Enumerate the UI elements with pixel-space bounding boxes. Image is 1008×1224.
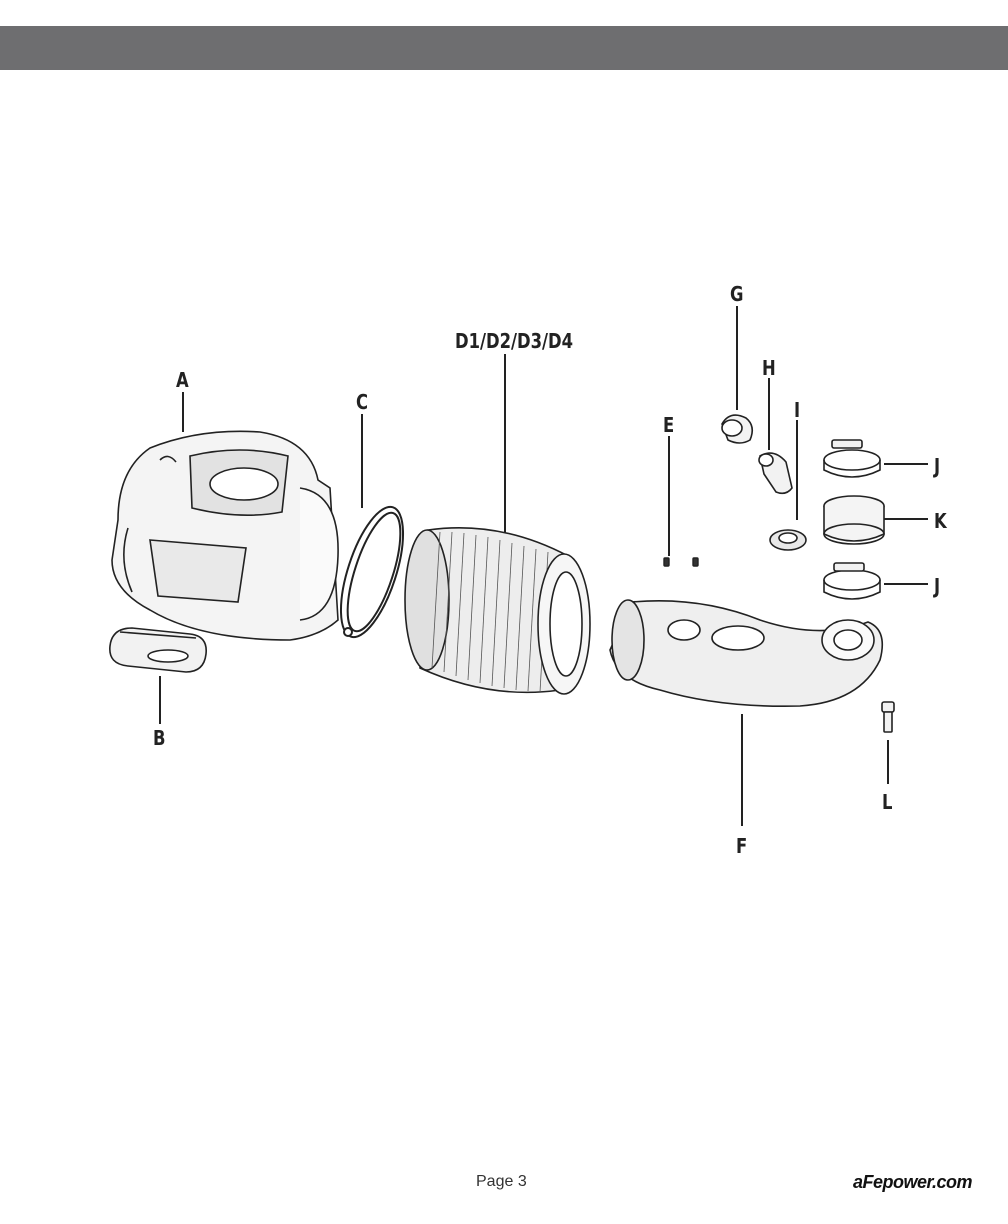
callout-k: K [934, 509, 947, 533]
callout-l: L [882, 790, 893, 814]
website-url: aFepower.com [852, 1172, 973, 1192]
part-h-elbow [758, 452, 793, 495]
part-d-filter [404, 527, 591, 695]
part-j-clamp-bottom [823, 562, 881, 600]
header-bar [0, 26, 1008, 70]
part-i-grommet [769, 529, 807, 551]
callout-j-top: J [934, 454, 941, 478]
page-number: Page 3 [476, 1173, 527, 1190]
callout-e: E [663, 413, 675, 437]
callout-a: A [176, 368, 189, 392]
callout-c: C [356, 390, 369, 414]
part-j-clamp-top [823, 439, 881, 478]
callout-j-bottom: J [934, 574, 941, 598]
part-l-adapter [881, 701, 895, 733]
callout-b: B [153, 726, 166, 750]
callout-h: H [762, 356, 776, 380]
part-k-coupler [823, 495, 885, 545]
part-c-clamp-ring [339, 505, 405, 639]
callout-f: F [736, 834, 748, 858]
callout-g: G [730, 282, 744, 306]
part-a-airbox [111, 430, 339, 641]
part-e-screws [663, 557, 699, 567]
part-g-fitting [721, 414, 754, 444]
part-f-intake-tube [609, 599, 884, 707]
part-b-cap [109, 627, 207, 673]
callout-d: D1/D2/D3/D4 [455, 329, 574, 353]
callout-i: I [794, 398, 801, 422]
